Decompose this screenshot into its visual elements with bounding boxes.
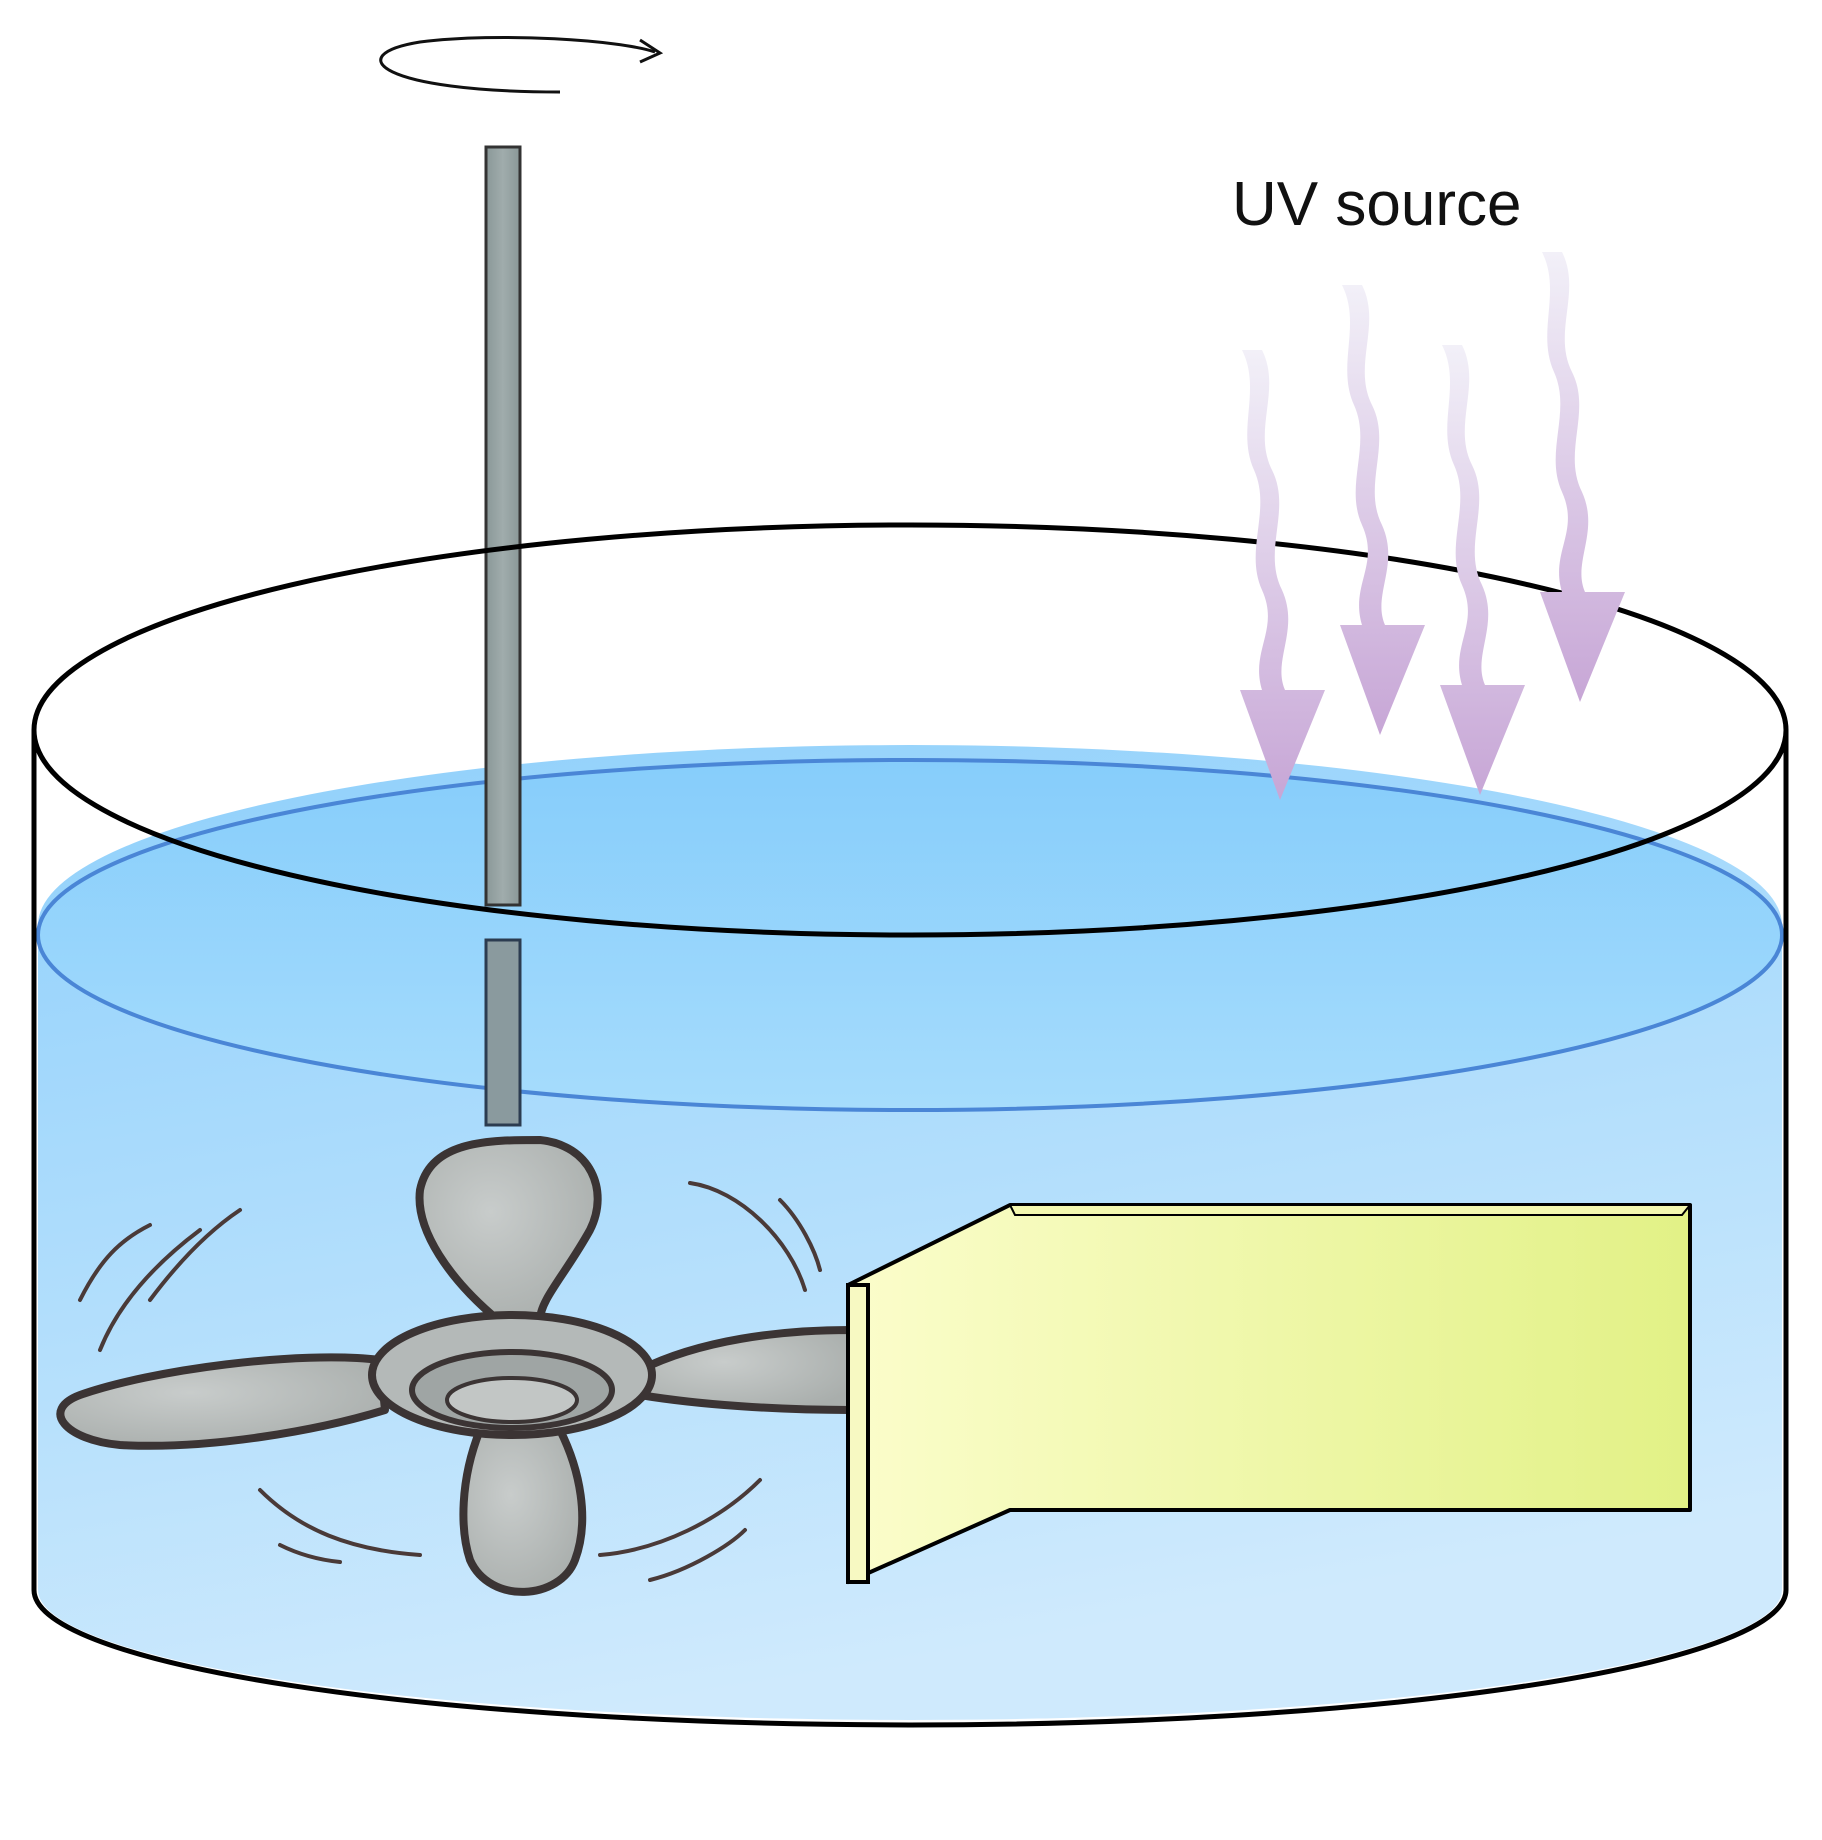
wavy-arrow-icon	[1240, 350, 1325, 800]
swirl-lines	[78, 1181, 822, 1582]
wavy-arrow-icon	[1540, 252, 1625, 702]
rotation-arrow-icon	[379, 35, 664, 94]
uv-rays	[1240, 252, 1625, 800]
uv-source-label: UV source	[1232, 170, 1521, 239]
wavy-arrow-icon	[1440, 345, 1525, 795]
beaker	[31, 522, 1789, 1728]
sample-strip	[846, 1203, 1693, 1584]
stirrer-shaft	[484, 145, 522, 1127]
wavy-arrow-icon	[1340, 285, 1425, 735]
propeller	[56, 1136, 854, 1596]
